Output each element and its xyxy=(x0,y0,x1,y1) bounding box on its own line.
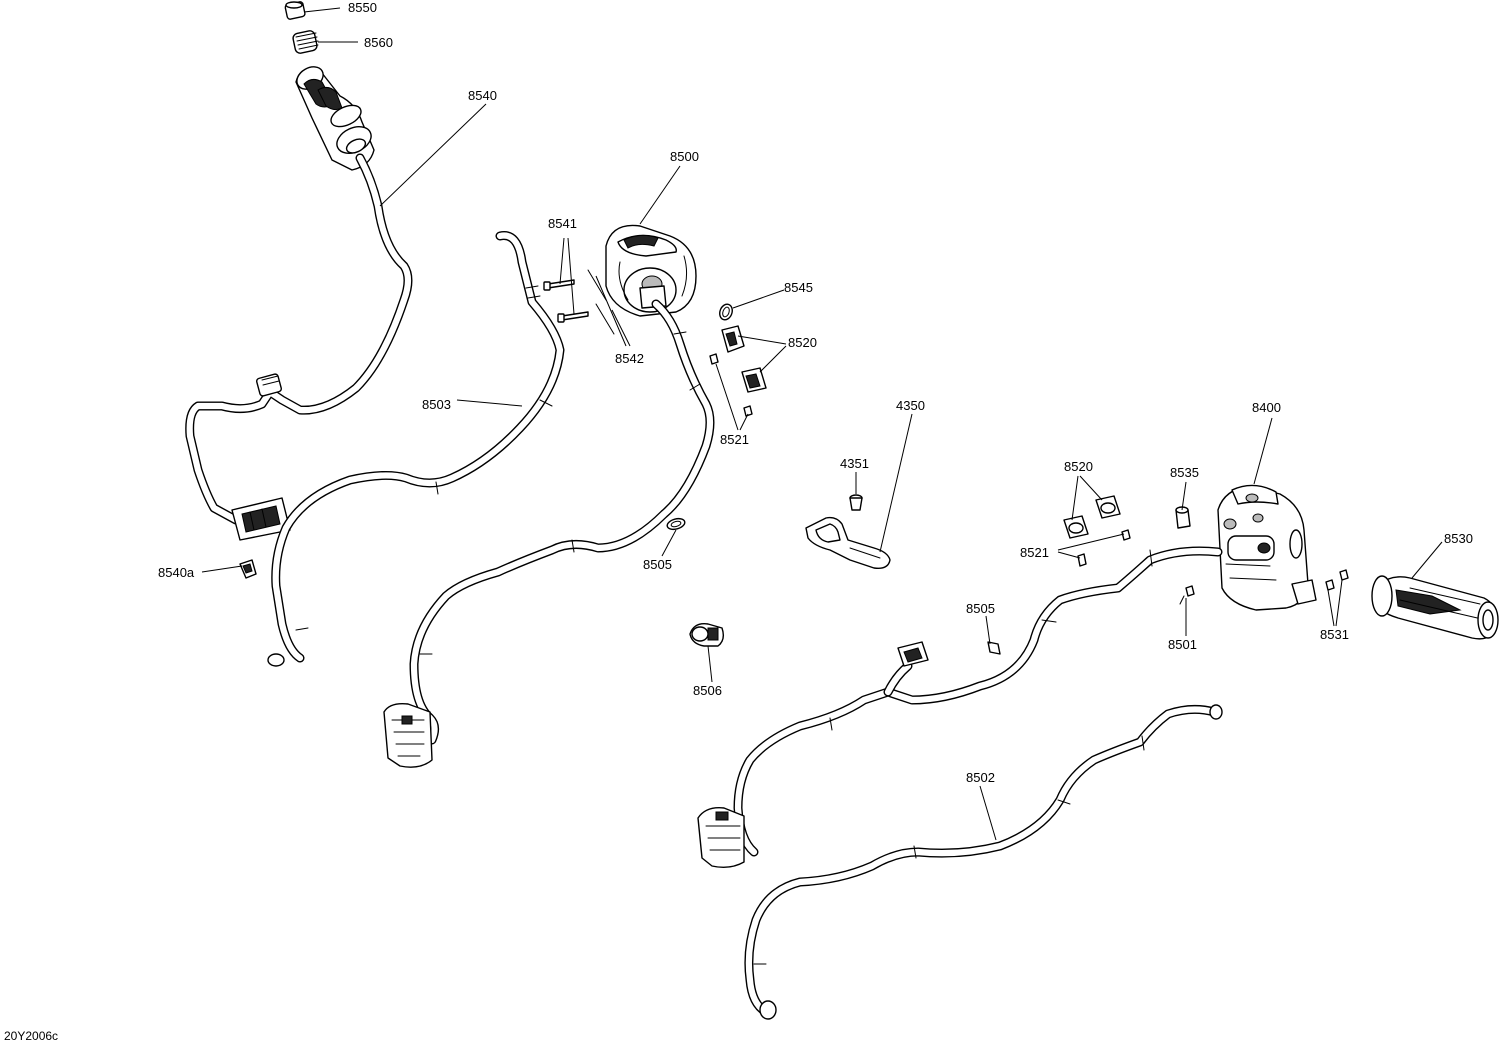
part-8520-clips-upper xyxy=(721,325,767,393)
part-8531-screws xyxy=(1325,569,1349,591)
callout-8545: 8545 xyxy=(784,280,813,295)
callout-8501: 8501 xyxy=(1168,637,1197,652)
callout-8520-upper: 8520 xyxy=(788,335,817,350)
callout-8502: 8502 xyxy=(966,770,995,785)
callout-8520-right: 8520 xyxy=(1064,459,1093,474)
callout-labels: 8550 8560 8540 8500 8541 8545 8520 8542 … xyxy=(158,0,1473,785)
callout-4350: 4350 xyxy=(896,398,925,413)
callout-8531: 8531 xyxy=(1320,627,1349,642)
part-4350-bracket xyxy=(805,516,891,570)
cable-8500 xyxy=(383,299,715,768)
leader-lines xyxy=(201,7,1443,841)
part-8500-throttle-housing xyxy=(605,224,697,317)
part-8541-screws xyxy=(543,279,589,323)
figure-code: 20Y2006c xyxy=(4,1029,58,1043)
cable-8400-harness xyxy=(697,546,1223,869)
part-4351-screw xyxy=(849,494,863,511)
callout-8521-right: 8521 xyxy=(1020,545,1049,560)
part-8540a-screw xyxy=(239,559,257,579)
part-8505-clip-left xyxy=(666,517,686,531)
part-8506-clamp xyxy=(689,623,725,647)
part-8545-ring xyxy=(719,303,733,321)
part-8530-grip xyxy=(1371,575,1499,640)
callout-8400: 8400 xyxy=(1252,400,1281,415)
callout-8500: 8500 xyxy=(670,149,699,164)
callout-8505-right: 8505 xyxy=(966,601,995,616)
callout-8506: 8506 xyxy=(693,683,722,698)
part-8521-screws-upper xyxy=(709,353,753,417)
part-8535-nut xyxy=(1175,506,1191,529)
callout-8535: 8535 xyxy=(1170,465,1199,480)
callout-8550: 8550 xyxy=(348,0,377,15)
callout-8542: 8542 xyxy=(615,351,644,366)
part-8503-tube xyxy=(267,231,565,667)
part-8502-tube xyxy=(744,704,1223,1020)
callout-8540: 8540 xyxy=(468,88,497,103)
part-8542-pins xyxy=(587,269,615,335)
part-8400-switch-housing xyxy=(1217,484,1317,611)
callout-8541: 8541 xyxy=(548,216,577,231)
part-8540-heated-grip xyxy=(295,66,375,171)
callout-4351: 4351 xyxy=(840,456,869,471)
callout-8540a: 8540a xyxy=(158,565,195,580)
callout-8530: 8530 xyxy=(1444,531,1473,546)
callout-8503: 8503 xyxy=(422,397,451,412)
part-8501-screw xyxy=(1179,585,1195,605)
part-8560-spring xyxy=(292,30,319,54)
part-8550-sleeve xyxy=(284,1,306,20)
callout-8505-left: 8505 xyxy=(643,557,672,572)
callout-8560: 8560 xyxy=(364,35,393,50)
part-8521-screws-right xyxy=(1077,529,1131,567)
callout-8521-upper: 8521 xyxy=(720,432,749,447)
part-8505-clip-right xyxy=(987,641,1001,655)
part-8520-clips-right xyxy=(1063,495,1121,539)
cable-8540 xyxy=(185,153,413,541)
